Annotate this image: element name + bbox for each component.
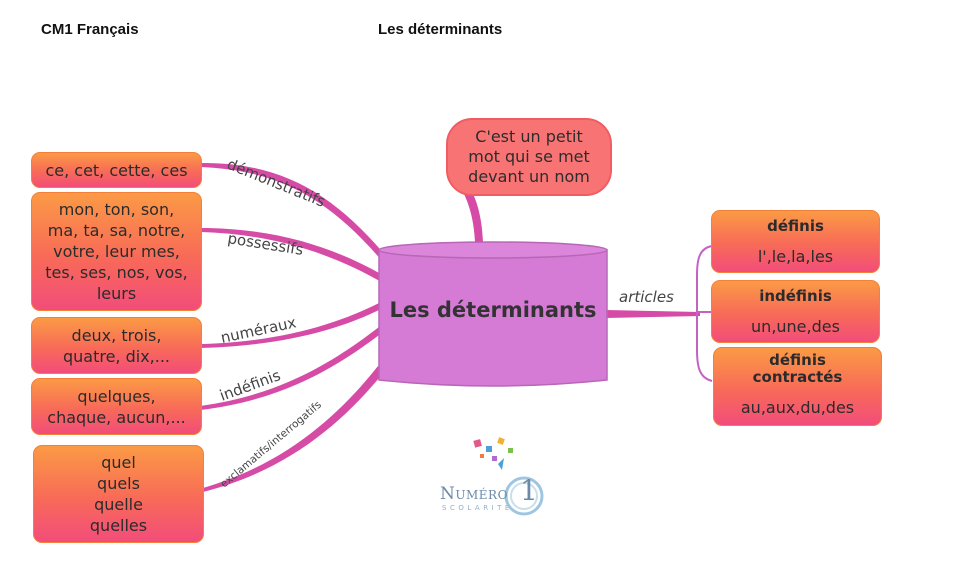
center-node: Les déterminants: [379, 240, 607, 386]
article-box-definis-contractes: définis contractés au,aux,du,des: [713, 347, 882, 426]
box-demonstratifs: ce, cet, cette, ces: [31, 152, 202, 188]
center-node-shape: [378, 241, 608, 387]
subject-title: CM1 Français: [41, 21, 139, 38]
numero1-logo: Numéro 1 SCOLARITÉ: [440, 436, 550, 522]
definition-bubble: C'est un petit mot qui se met devant un …: [446, 118, 612, 196]
link-numeraux: [200, 302, 383, 348]
link-bubble: [462, 188, 483, 242]
label-demonstratifs: démonstratifs: [225, 155, 329, 211]
article-title: définis contractés: [752, 351, 843, 386]
logo-subtitle: SCOLARITÉ: [442, 504, 513, 512]
logo-graphic-icon: [473, 437, 544, 516]
logo-word: Numéro: [440, 484, 508, 504]
link-articles: [606, 310, 700, 318]
link-possessifs: [200, 228, 386, 283]
box-exclamatifs: quel quels quelle quelles: [33, 445, 204, 543]
center-node-label: Les déterminants: [389, 298, 597, 322]
article-values: l',le,la,les: [757, 247, 834, 266]
logo-number: 1: [520, 474, 538, 507]
article-values: au,aux,du,des: [740, 398, 855, 417]
article-values: un,une,des: [751, 317, 840, 336]
article-title: définis: [767, 217, 824, 235]
link-demonstratifs: [200, 162, 386, 262]
article-box-indefinis: indéfinis un,une,des: [711, 280, 880, 343]
page-title: Les déterminants: [378, 21, 503, 38]
article-box-definis: définis l',le,la,les: [711, 210, 880, 273]
box-numeraux: deux, trois, quatre, dix,...: [31, 317, 202, 374]
box-indefinis: quelques, chaque, aucun,...: [31, 378, 202, 435]
label-exclamatifs: exclamatifs/interrogatifs: [218, 399, 324, 490]
article-title: indéfinis: [759, 287, 832, 305]
label-articles: articles: [619, 288, 674, 306]
box-possessifs: mon, ton, son, ma, ta, sa, notre, votre,…: [31, 192, 202, 311]
